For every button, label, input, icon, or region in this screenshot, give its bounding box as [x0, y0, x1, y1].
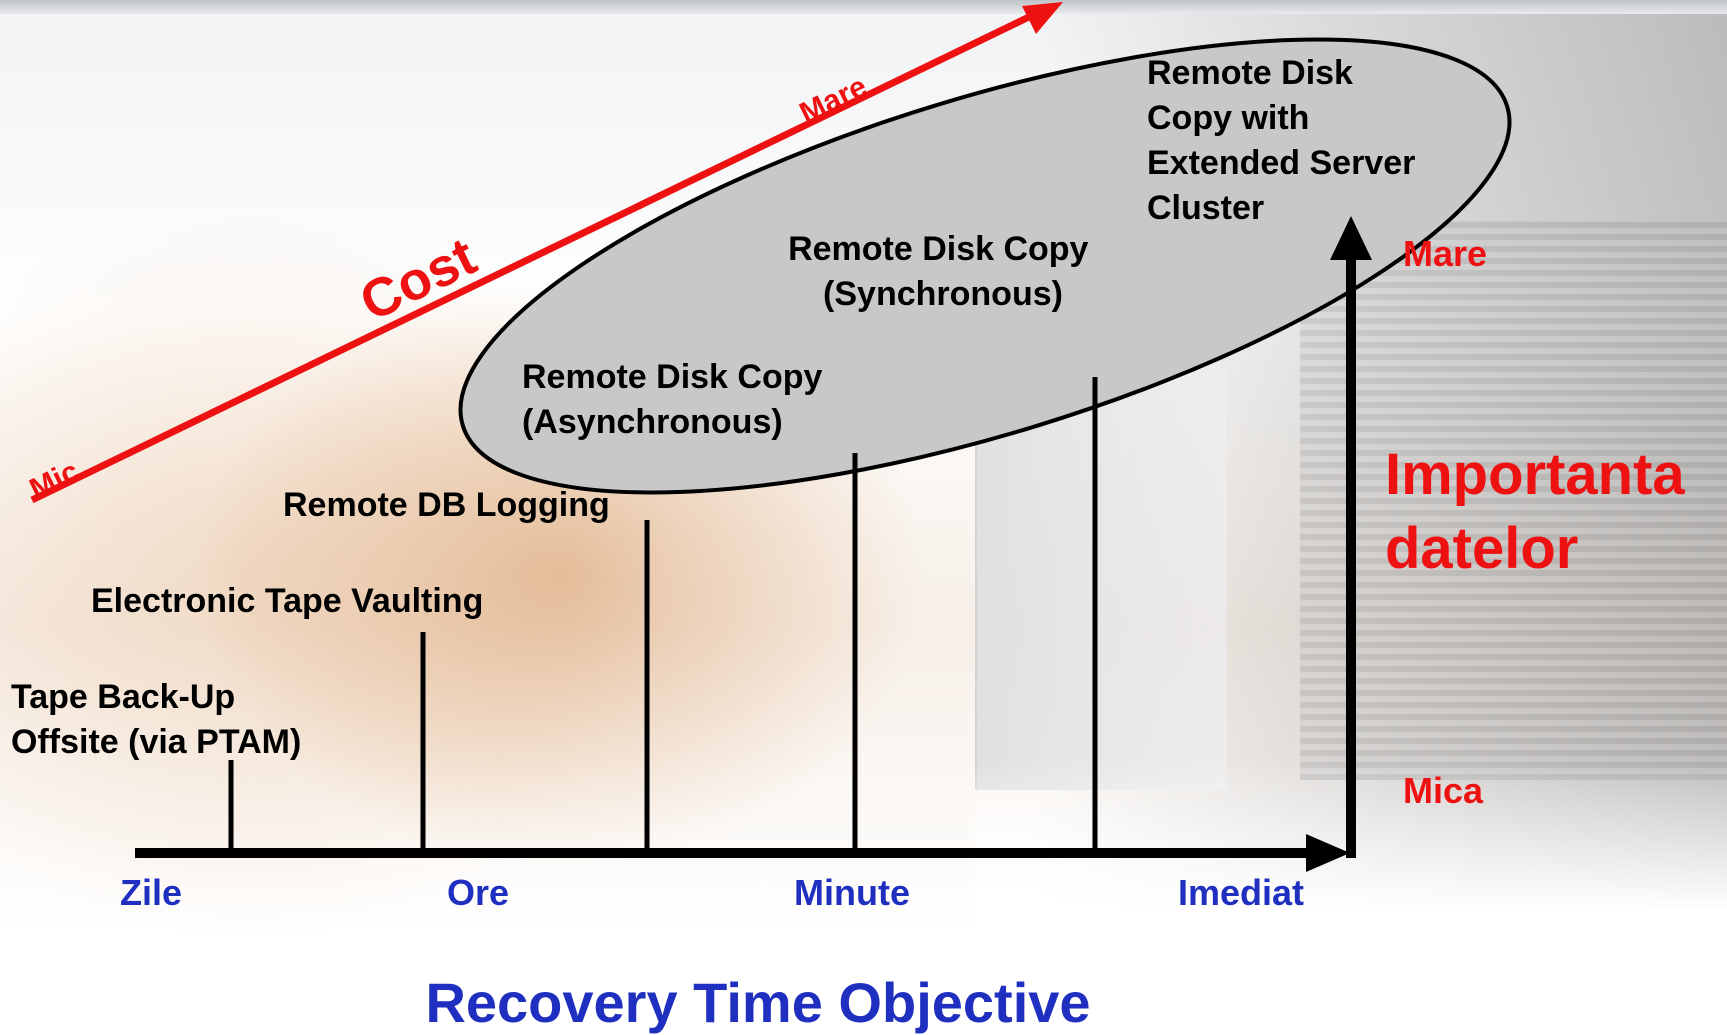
solution-label-disk-copy-sync: Remote Disk Copy (Synchronous) [788, 230, 1098, 313]
y-axis-label: Importanta datelor [1385, 442, 1701, 581]
solution-label-tape-vaulting: Electronic Tape Vaulting [91, 582, 483, 620]
x-tick-label: Minute [794, 872, 910, 913]
background-server-image [975, 370, 1227, 790]
y-axis [1330, 216, 1372, 858]
solution-label-disk-copy-async: Remote Disk Copy (Asynchronous) [522, 358, 832, 441]
cost-arrow [30, 2, 1063, 504]
cost-high-label: Mare [795, 70, 872, 130]
y-low-label: Mica [1403, 770, 1484, 811]
solution-label-db-logging: Remote DB Logging [283, 486, 610, 524]
x-tick-label: Imediat [1178, 872, 1304, 913]
x-axis [135, 834, 1350, 872]
solution-lines [228, 377, 1098, 853]
solution-label-disk-copy-cluster: Remote Disk Copy with Extended Server Cl… [1147, 54, 1425, 227]
y-high-label: Mare [1403, 233, 1487, 274]
top-bar [0, 0, 1727, 14]
high-availability-ellipse [458, 37, 1512, 495]
x-tick-label: Zile [120, 872, 182, 913]
x-tick-label: Ore [447, 872, 509, 913]
solution-label-tape-backup: Tape Back-Up Offsite (via PTAM) [11, 678, 301, 761]
background-rack-image [1300, 220, 1727, 780]
diagram-title: Recovery Time Objective [425, 971, 1090, 1034]
